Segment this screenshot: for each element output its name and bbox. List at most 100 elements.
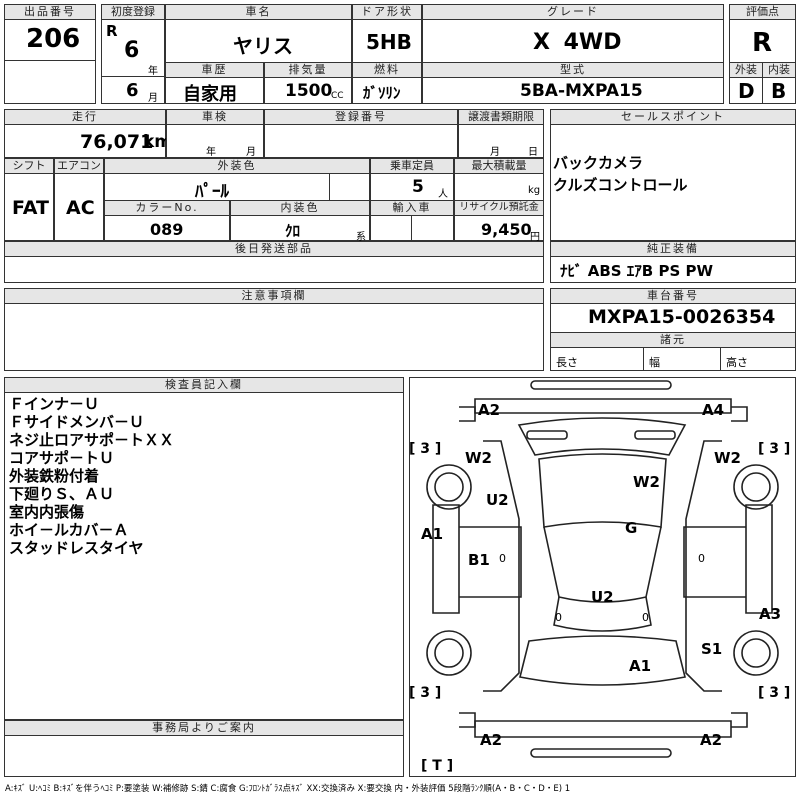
tire-mark: [ T ] xyxy=(421,758,453,774)
inspection-label: 車検 xyxy=(166,109,264,125)
recycle: 9,450 xyxy=(481,220,532,239)
damage-mark: W2 xyxy=(633,473,660,491)
mileage-label: 走行 xyxy=(4,109,166,125)
office-label: 事務局よりご案内 xyxy=(4,720,404,736)
damage-mark: A1 xyxy=(629,657,651,675)
cc-unit: CC xyxy=(331,91,344,101)
car-name: ヤリス xyxy=(233,34,293,58)
notes-cell xyxy=(4,303,544,371)
fuel-cell xyxy=(352,77,422,104)
damage-diagram-frame xyxy=(409,377,796,777)
model-cell xyxy=(422,77,724,104)
remark-line: 下廻りＳ、ＡＵ xyxy=(9,485,115,503)
gauge-mark: 0 xyxy=(698,552,705,565)
shift: FAT xyxy=(12,197,49,219)
score: R xyxy=(752,28,773,58)
damage-mark: A3 xyxy=(759,605,781,623)
damage-marks: A2 A4 W2 W2 W2 U2 G A1 B1 U2 A3 A1 S1 A2… xyxy=(421,401,781,749)
recycle-cell xyxy=(454,215,544,241)
interior-cell xyxy=(762,77,796,104)
grade: X 4WD xyxy=(533,30,622,55)
exterior-label: 外装 xyxy=(729,62,763,78)
gauge-mark: 0 xyxy=(555,611,562,624)
reg-month-unit: 月 xyxy=(148,93,158,104)
remark-line: ホイ－ルカバ－Ａ xyxy=(9,521,129,539)
score-label: 評価点 xyxy=(729,4,796,20)
tire-mark: [ 3 ] xyxy=(409,685,441,701)
sales-points-label: セールスポイント xyxy=(550,109,796,125)
capacity-label: 乗車定員 xyxy=(370,158,454,174)
damage-mark: W2 xyxy=(465,449,492,467)
max-load-cell xyxy=(454,173,544,201)
sales-point-item: クルズコントロール xyxy=(553,176,688,194)
color-no-label: カラーNo. xyxy=(104,200,230,216)
damage-mark: A2 xyxy=(480,731,502,749)
notes-label: 注意事項欄 xyxy=(4,288,544,304)
color-no-cell xyxy=(104,215,230,241)
damage-mark: W2 xyxy=(714,449,741,467)
inspection-year-unit: 年 xyxy=(206,147,216,158)
tire-mark: [ 3 ] xyxy=(758,441,790,457)
import-cell-b xyxy=(411,215,454,241)
mileage: 76,071 xyxy=(80,131,154,153)
int-color-label: 内装色 xyxy=(230,200,370,216)
capacity-unit: 人 xyxy=(438,189,448,200)
remark-line: 室内内張傷 xyxy=(9,503,85,521)
spec-height-cell xyxy=(720,347,796,371)
displacement-cell xyxy=(264,77,352,104)
damage-diagram: A2 A4 W2 W2 W2 U2 G A1 B1 U2 A3 A1 S1 A2… xyxy=(409,380,790,774)
max-load-unit: kg xyxy=(528,185,541,196)
inspector-cell xyxy=(4,392,404,720)
damage-mark: G xyxy=(625,519,637,537)
color-no: 089 xyxy=(150,220,184,239)
mileage-cell xyxy=(4,124,166,158)
shift-cell xyxy=(4,173,54,241)
yen-unit: 円 xyxy=(530,232,540,243)
ac: AC xyxy=(66,197,95,219)
office-cell xyxy=(4,735,404,777)
inspection-cell xyxy=(166,124,264,158)
car-name-cell xyxy=(165,19,352,63)
spec-height: 高さ xyxy=(726,356,748,369)
spec-length: 長さ xyxy=(556,356,578,369)
lot-no-cell xyxy=(4,19,96,61)
interior: B xyxy=(771,79,787,103)
reg-month-cell xyxy=(101,76,165,104)
tire-marks: [ 3 ] [ 3 ] [ 3 ] [ 3 ] [ T ] xyxy=(409,441,790,774)
recycle-label: リサイクル預託金 xyxy=(454,200,544,216)
chassis-label: 車台番号 xyxy=(550,288,796,304)
first-reg-label: 初度登録 xyxy=(101,4,165,20)
int-color-suffix: 系 xyxy=(356,232,366,243)
reg-no-label: 登録番号 xyxy=(264,109,458,125)
damage-mark: A4 xyxy=(702,401,724,419)
history-cell xyxy=(165,77,264,104)
grade-cell xyxy=(422,19,724,63)
sales-point-item: バックカメラ xyxy=(553,154,644,172)
gauge-marks: 0 0 0 0 xyxy=(499,552,705,624)
damage-mark: A2 xyxy=(478,401,500,419)
gauge-mark: 0 xyxy=(642,611,649,624)
import-cell-a xyxy=(370,215,412,241)
tire-mark: [ 3 ] xyxy=(409,441,441,457)
later-parts-label: 後日発送部品 xyxy=(4,241,544,257)
capacity: 5 xyxy=(412,177,424,197)
remark-line: 外装鉄粉付着 xyxy=(9,467,100,485)
ac-label: エアコン xyxy=(54,158,104,174)
score-cell xyxy=(729,19,796,63)
reg-month: 6 xyxy=(126,80,139,101)
int-color: ｸﾛ xyxy=(285,222,301,240)
later-parts-cell xyxy=(4,256,544,283)
sales-points-cell xyxy=(550,124,796,241)
inspector-label: 検査員記入欄 xyxy=(4,377,404,393)
gauge-mark: 0 xyxy=(499,552,506,565)
spec-width-cell xyxy=(643,347,721,371)
import-label: 輸入車 xyxy=(370,200,454,216)
inspection-month-unit: 月 xyxy=(246,147,256,158)
remark-line: ネジ止ロアサポ－トＸＸ xyxy=(9,431,175,449)
car-name-label: 車名 xyxy=(165,4,352,20)
ext-color-extra-cell xyxy=(329,173,370,201)
remark-line: スタッドレスタイヤ xyxy=(9,539,144,557)
equipment-cell xyxy=(550,256,796,283)
legend: A:ｷｽﾞ U:ﾍｺﾐ B:ｷｽﾞを伴うﾍｺﾐ P:要塗装 W:補修跡 S:錆 … xyxy=(5,784,571,794)
grade-label: グレード xyxy=(422,4,724,20)
